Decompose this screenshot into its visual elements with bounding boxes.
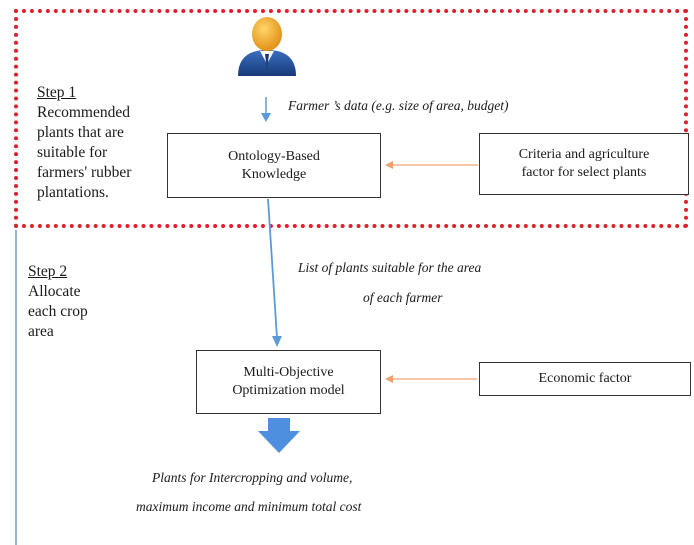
economic-arrow [385, 375, 477, 383]
box-line: Optimization model [232, 383, 345, 398]
plant-list-label-line2: of each farmer [363, 290, 443, 305]
step1-line: suitable for [37, 144, 108, 161]
plant-list-label-line1: List of plants suitable for the area [298, 260, 482, 275]
step2-line: Allocate [28, 283, 81, 300]
farmer-data-arrow [261, 97, 271, 122]
step2-line: each crop [28, 303, 88, 320]
step1-line: plants that are [37, 124, 124, 141]
box-line: Ontology-Based [228, 148, 320, 164]
box-line: Criteria and agriculture [518, 147, 650, 162]
criteria-arrow [385, 161, 478, 169]
economic-factor-box: Economic factor [479, 362, 691, 396]
box-line: factor for select plants [521, 165, 647, 180]
step1-title: Step 1 [37, 84, 77, 101]
step2-line: area [28, 323, 54, 340]
step2-description: Allocate each crop area [28, 282, 128, 342]
step2-divider [15, 230, 17, 545]
step1-line: farmers' rubber [37, 164, 132, 181]
box-line: Economic factor [538, 371, 632, 386]
plant-list-arrow [267, 198, 282, 347]
ontology-knowledge-box: Ontology-Based Knowledge [167, 133, 381, 198]
criteria-factor-box: Criteria and agriculture factor for sele… [479, 133, 689, 195]
output-block-arrow [258, 418, 300, 453]
farmer-data-label: Farmer ’s data (e.g. size of area, budge… [288, 98, 509, 113]
user-icon [238, 17, 296, 76]
step1-line: plantations. [37, 184, 109, 201]
step1-frame [14, 9, 688, 228]
step1-description: Recommended plants that are suitable for… [37, 103, 177, 203]
box-line: Knowledge [241, 166, 307, 182]
output-label-line2: maximum income and minimum total cost [136, 499, 362, 514]
box-line: Multi-Objective [243, 365, 334, 380]
multi-objective-optimization-box: Multi-Objective Optimization model [196, 350, 381, 414]
step1-line: Recommended [37, 104, 130, 121]
step2-title: Step 2 [28, 263, 68, 280]
output-label-line1: Plants for Intercropping and volume, [152, 470, 353, 485]
